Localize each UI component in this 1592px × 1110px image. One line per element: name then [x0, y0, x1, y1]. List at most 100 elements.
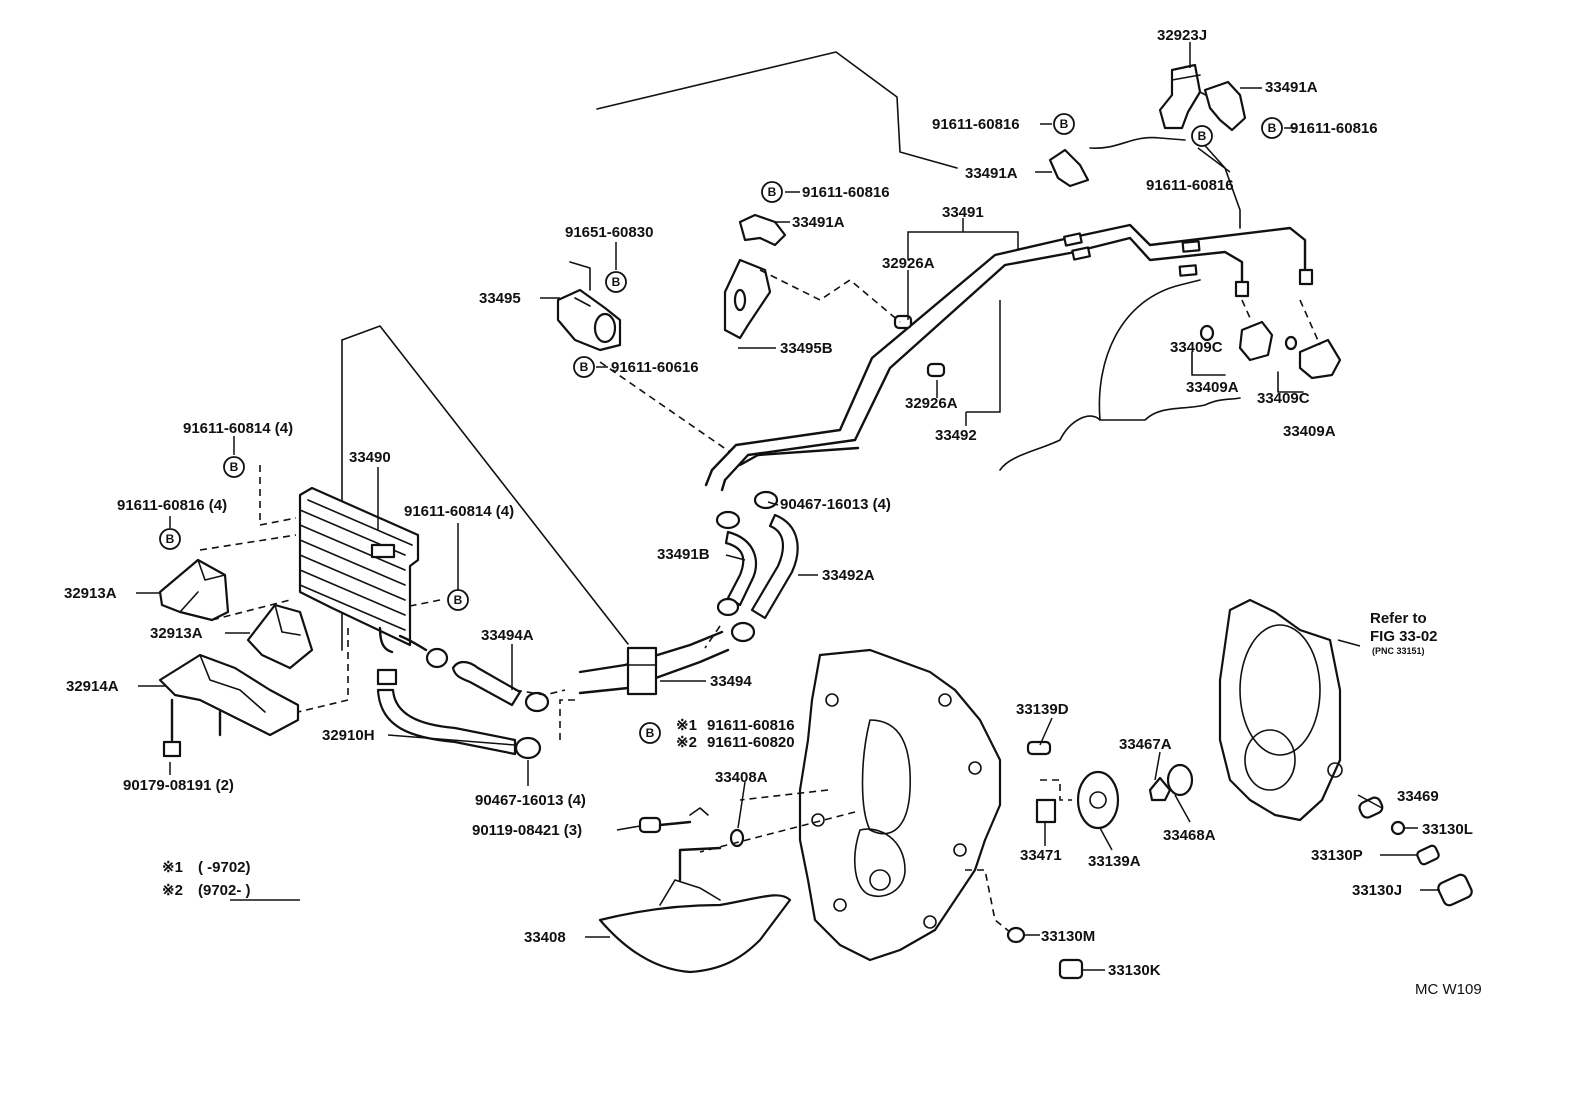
label-33409C: 33409C — [1257, 390, 1310, 407]
bolt-marker: B — [761, 181, 783, 203]
bracket-33495B — [723, 258, 772, 340]
bracket-32914A — [158, 653, 300, 758]
label-33409A: 33409A — [1186, 379, 1239, 396]
extension-housing — [1218, 598, 1343, 822]
label-33130J: 33130J — [1352, 882, 1402, 899]
clamp-33491A-mid — [738, 213, 787, 247]
label-90119-08421: 90119-08421 (3) — [472, 822, 582, 839]
bolt-marker: B — [1261, 117, 1283, 139]
legend-note1-mark: ※1 — [162, 859, 183, 876]
label-33139A: 33139A — [1088, 853, 1141, 870]
label-33491A: 33491A — [792, 214, 845, 231]
label-91611-60814: 91611-60814 (4) — [183, 420, 293, 437]
label-33468A: 33468A — [1163, 827, 1216, 844]
label-33408: 33408 — [524, 929, 566, 946]
bolt-marker: B — [1053, 113, 1075, 135]
label-91651-60830: 91651-60830 — [565, 224, 653, 241]
bracket-32923J — [1158, 63, 1247, 132]
label-33490: 33490 — [349, 449, 391, 466]
svg-text:B: B — [1060, 117, 1069, 131]
label-33494A: 33494A — [481, 627, 534, 644]
label-91611-60616: 91611-60616 — [611, 359, 699, 376]
label-33495B: 33495B — [780, 340, 833, 357]
label-33491A: 33491A — [1265, 79, 1318, 96]
label-91611-60816: 91611-60816 — [1146, 177, 1234, 194]
label-91611-60816: 91611-60816 — [707, 717, 795, 734]
bolt-markers: B B B B B B B B B B — [159, 113, 1283, 744]
svg-text:B: B — [1268, 121, 1277, 135]
label-33492: 33492 — [935, 427, 977, 444]
pipe-33494 — [578, 630, 730, 696]
legend-note2-text: (9702- ) — [198, 882, 251, 899]
legend: ※1 ( -9702) ※2 (9702- ) — [162, 859, 251, 899]
svg-text:B: B — [768, 185, 777, 199]
label-32914A: 32914A — [66, 678, 119, 695]
svg-text:(PNC 33151): (PNC 33151) — [1372, 646, 1425, 656]
label-33408A: 33408A — [715, 769, 768, 786]
fittings-33409 — [1199, 320, 1342, 380]
label-33469: 33469 — [1397, 788, 1439, 805]
label-90467-16013: 90467-16013 (4) — [475, 792, 586, 809]
bolt-marker: B — [223, 456, 245, 478]
note2-mark: ※2 — [676, 734, 697, 751]
label-91611-60816: 91611-60816 — [1290, 120, 1378, 137]
hose-33492A — [730, 490, 799, 643]
label-32910H: 32910H — [322, 727, 375, 744]
bolt-marker: B — [573, 356, 595, 378]
leader-lines — [136, 42, 1440, 971]
label-33139D: 33139D — [1016, 701, 1069, 718]
label-91611-60820: 91611-60820 — [707, 734, 795, 751]
pump-parts — [1006, 740, 1473, 980]
label-33495: 33495 — [479, 290, 521, 307]
hose-33491B — [715, 510, 758, 617]
label-33130K: 33130K — [1108, 962, 1161, 979]
label-91611-60816: 91611-60816 (4) — [117, 497, 227, 514]
hose-33494A — [425, 647, 550, 713]
label-90179-08191: 90179-08191 (2) — [123, 777, 234, 794]
diagram-code: MC W109 — [1415, 981, 1482, 998]
legend-note1-text: ( -9702) — [198, 859, 251, 876]
hose-32910H — [376, 688, 542, 760]
clamp-33491A-top — [1048, 148, 1090, 188]
refer-note: Refer to FIG 33-02 (PNC 33151) — [1370, 610, 1438, 656]
bracket-33495 — [556, 261, 622, 352]
svg-text:B: B — [454, 593, 463, 607]
frame-outline — [341, 51, 958, 651]
strainer-33408 — [598, 807, 792, 974]
label-33409C: 33409C — [1170, 339, 1223, 356]
legend-note2-mark: ※2 — [162, 882, 183, 899]
bolt-marker: B — [447, 589, 469, 611]
oil-cooler-33490 — [298, 486, 428, 654]
part-labels: 32923J 33491A 91611-60816 91611-60816 33… — [64, 27, 1473, 979]
bracket-32913A-lower — [246, 603, 314, 670]
note1-mark: ※1 — [676, 717, 697, 734]
label-32926A: 32926A — [905, 395, 958, 412]
label-33491B: 33491B — [657, 546, 710, 563]
label-90467-16013: 90467-16013 (4) — [780, 496, 891, 513]
label-33130M: 33130M — [1041, 928, 1095, 945]
label-33471: 33471 — [1020, 847, 1062, 864]
svg-text:B: B — [612, 275, 621, 289]
label-33409A: 33409A — [1283, 423, 1336, 440]
label-33491A: 33491A — [965, 165, 1018, 182]
svg-text:B: B — [646, 726, 655, 740]
bracket-32913A-upper — [158, 558, 230, 622]
bolt-marker: B — [605, 271, 627, 293]
pipe-33491-33492 — [704, 223, 1314, 492]
svg-text:FIG 33-02: FIG 33-02 — [1370, 628, 1438, 645]
svg-text:B: B — [1198, 129, 1207, 143]
svg-text:B: B — [230, 460, 239, 474]
bolt-marker: B — [639, 722, 661, 744]
case-outline-upper — [999, 279, 1241, 471]
label-33491: 33491 — [942, 204, 984, 221]
label-33130P: 33130P — [1311, 847, 1363, 864]
label-32923J: 32923J — [1157, 27, 1207, 44]
label-33494: 33494 — [710, 673, 752, 690]
bolt-marker: B — [159, 528, 181, 550]
label-33467A: 33467A — [1119, 736, 1172, 753]
label-91611-60816: 91611-60816 — [932, 116, 1020, 133]
label-33130L: 33130L — [1422, 821, 1473, 838]
svg-text:B: B — [166, 532, 175, 546]
svg-text:B: B — [580, 360, 589, 374]
